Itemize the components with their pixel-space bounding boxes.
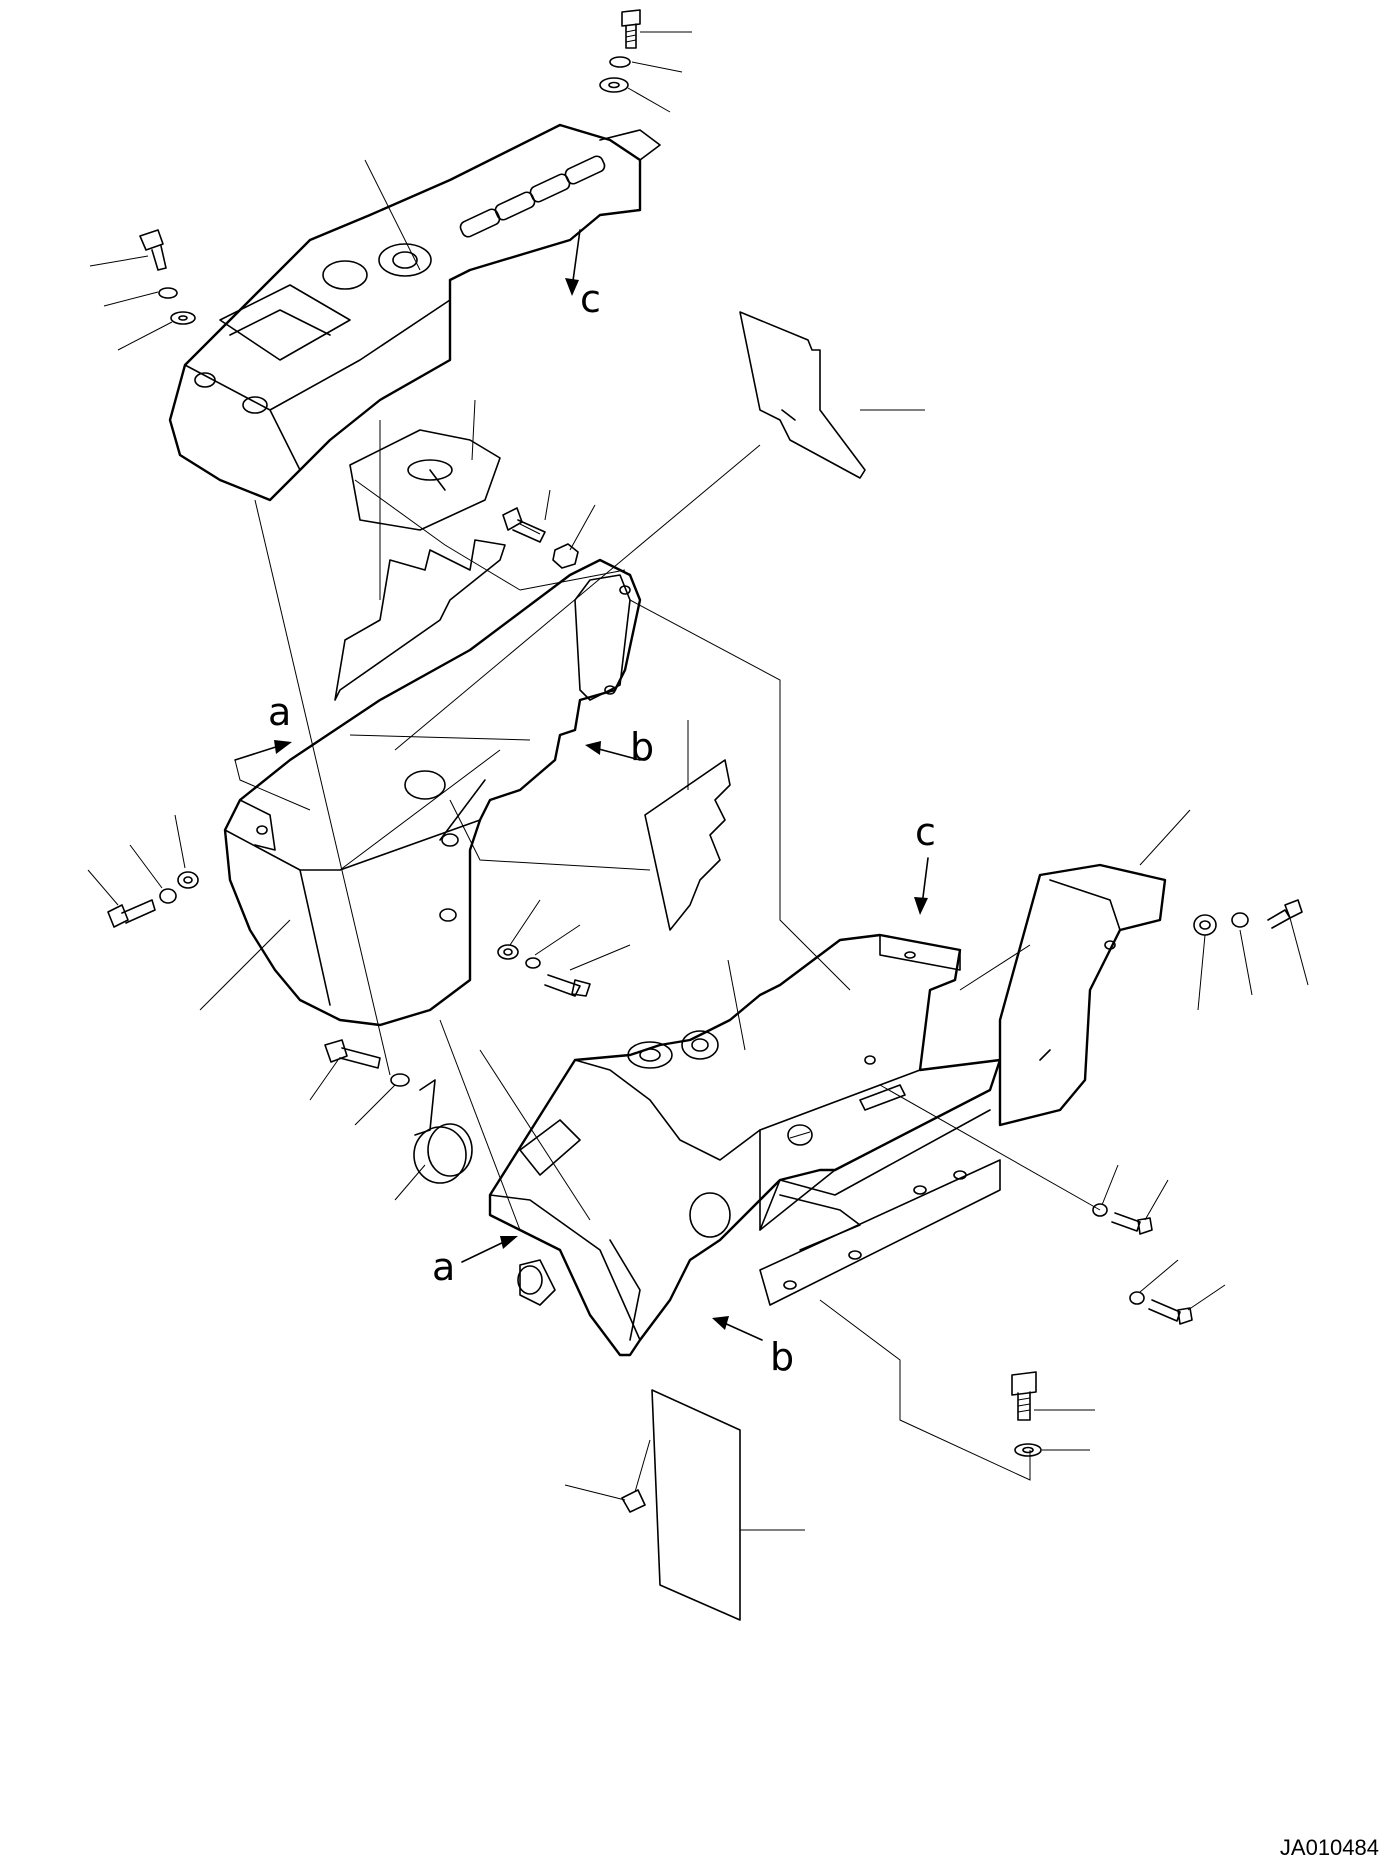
view-label-c-upper: c (580, 277, 601, 321)
view-label-b-upper: b (630, 725, 654, 769)
assembly-leaders (254, 444, 1101, 1481)
bolt-left-lower (309, 1039, 410, 1126)
bolt-right-side-cover (1193, 899, 1309, 1011)
mounting-plate (759, 1159, 1001, 1306)
lower-pad (334, 420, 506, 701)
bolt-right-middle (497, 899, 631, 997)
bolt-right-lower-2 (1129, 1259, 1226, 1325)
lower-console-base (488, 933, 1002, 1357)
cover-plate-middle (644, 720, 731, 931)
view-arrow-b-lower: b (712, 1316, 794, 1379)
view-arrow-c-upper: c (565, 229, 601, 321)
view-label-a-lower: a (432, 1245, 455, 1289)
screw-bottom (564, 1439, 651, 1513)
bolt-right-lower-1 (1092, 1164, 1169, 1235)
view-arrow-b-upper: b (585, 725, 654, 769)
cable-clamp (394, 1079, 473, 1201)
side-cover-right (998, 809, 1191, 1127)
bolt-left-upper (89, 229, 196, 351)
upper-console (168, 123, 661, 502)
side-panel-upper-right (739, 311, 925, 479)
view-arrow-a-lower: a (432, 1236, 518, 1289)
decal-sheet (651, 1389, 805, 1621)
view-arrow-c-lower: c (914, 810, 936, 915)
front-cover (199, 558, 642, 1027)
upper-pad (349, 399, 501, 531)
bolt-nut-middle (502, 489, 596, 569)
view-label-c-lower: c (915, 810, 936, 854)
drawing-id: JA010484 (1279, 1835, 1379, 1860)
bolt-left-middle (87, 814, 199, 928)
view-label-b-lower: b (770, 1335, 794, 1379)
bolt-top (599, 9, 692, 113)
bolt-bottom-right (1011, 1371, 1095, 1457)
view-arrow-a-upper: a (234, 690, 311, 811)
view-label-a-upper: a (268, 690, 291, 734)
